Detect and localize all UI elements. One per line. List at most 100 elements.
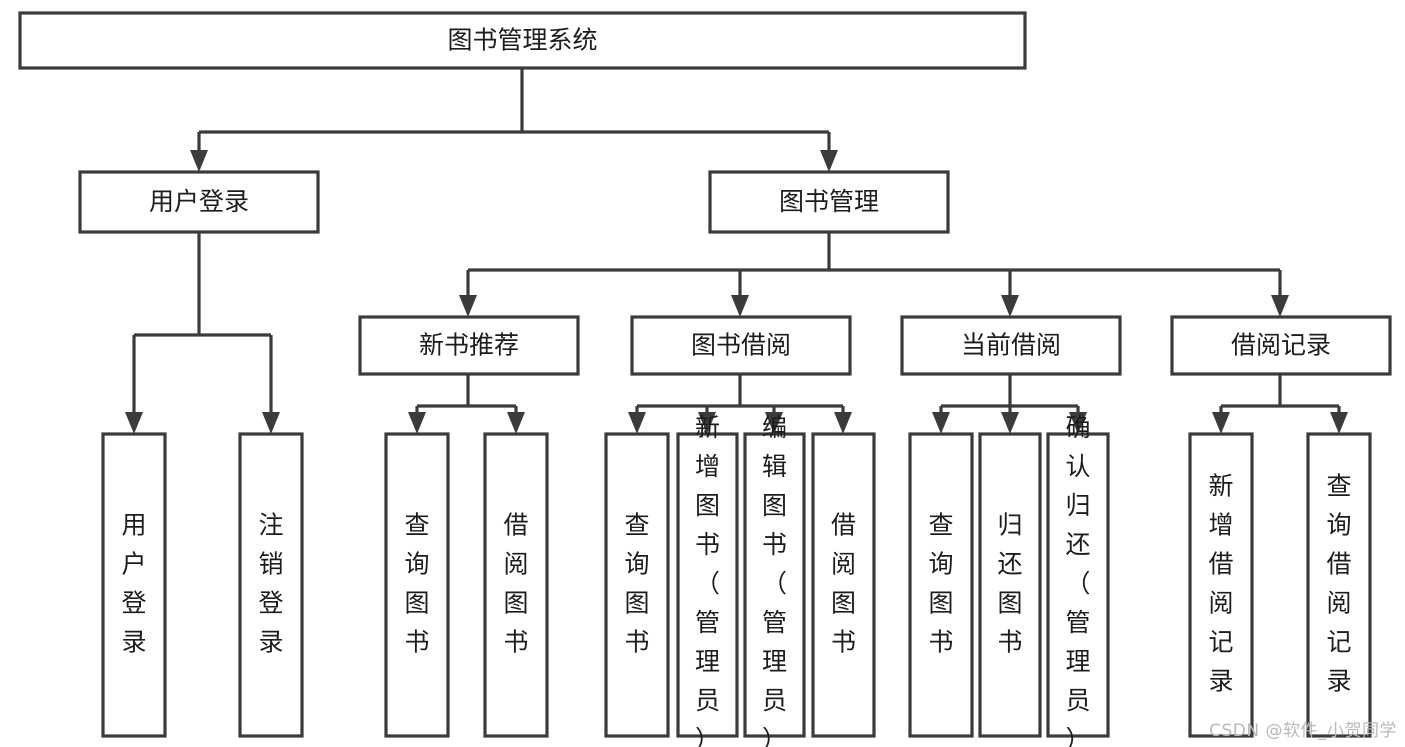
node-leaf-user-login[interactable]: 用户登录 <box>101 432 167 738</box>
node-label-leaf-confirm-return: 管 <box>1065 608 1090 637</box>
node-label-leaf-query-book-borrow: 询 <box>624 550 649 579</box>
node-label-leaf-query-book-borrow: 书 <box>624 628 649 657</box>
arrow-head-rec-to-leaf1 <box>408 412 426 434</box>
node-box-leaf-borrow-book[interactable] <box>811 432 876 738</box>
node-box-leaf-query-book-borrow[interactable] <box>604 432 670 738</box>
node-box-book-borrow[interactable] <box>630 315 852 376</box>
node-label-leaf-add-book: （ <box>695 569 720 598</box>
node-user-login[interactable]: 用户登录 <box>78 170 320 234</box>
node-box-current-borrow[interactable] <box>900 315 1122 376</box>
connector-layer <box>125 68 1348 434</box>
node-label-leaf-add-book: 图 <box>695 491 720 520</box>
node-box-leaf-query-record[interactable] <box>1306 432 1372 738</box>
arrow-head-record-to-leaf1 <box>1212 412 1230 434</box>
node-label-leaf-user-login: 录 <box>121 628 146 657</box>
node-label-leaf-return-book: 归 <box>997 511 1022 540</box>
node-label-new-book-rec: 新书推荐 <box>419 331 519 360</box>
node-box-borrow-record[interactable] <box>1170 315 1392 376</box>
node-label-book-manage: 图书管理 <box>779 187 879 216</box>
node-label-leaf-add-record: 借 <box>1208 550 1233 579</box>
node-box-leaf-edit-book[interactable] <box>743 432 806 738</box>
node-borrow-record[interactable]: 借阅记录 <box>1170 315 1392 376</box>
node-label-leaf-query-record: 询 <box>1326 511 1351 540</box>
node-label-leaf-query-record: 录 <box>1326 667 1351 696</box>
node-label-leaf-edit-book: 编 <box>762 413 787 442</box>
node-label-leaf-logout-login: 录 <box>258 628 283 657</box>
node-box-leaf-confirm-return[interactable] <box>1046 432 1110 738</box>
node-current-borrow[interactable]: 当前借阅 <box>900 315 1122 376</box>
node-box-leaf-query-book-rec[interactable] <box>384 432 450 738</box>
node-book-manage[interactable]: 图书管理 <box>708 170 950 234</box>
node-label-leaf-confirm-return: 理 <box>1065 647 1090 676</box>
arrow-head-user-login-to-leaf2 <box>262 412 280 434</box>
node-label-leaf-logout-login: 登 <box>258 589 283 618</box>
node-label-leaf-borrow-book-rec: 借 <box>503 511 528 540</box>
node-label-leaf-confirm-return: 还 <box>1065 530 1090 559</box>
node-label-leaf-add-book: 管 <box>695 608 720 637</box>
node-label-leaf-add-book: 员 <box>695 686 720 715</box>
arrow-head-book-manage-to-current <box>1001 295 1019 317</box>
node-book-borrow[interactable]: 图书借阅 <box>630 315 852 376</box>
node-label-leaf-return-book: 书 <box>997 628 1022 657</box>
node-box-leaf-add-record[interactable] <box>1188 432 1254 738</box>
node-label-leaf-query-book-rec: 询 <box>404 550 429 579</box>
node-label-leaf-add-record: 记 <box>1208 628 1233 657</box>
node-box-root[interactable] <box>18 11 1027 70</box>
arrow-head-book-manage-to-borrow <box>731 295 749 317</box>
node-box-leaf-user-login[interactable] <box>101 432 167 738</box>
node-label-leaf-query-book-rec: 图 <box>404 589 429 618</box>
node-label-leaf-query-record: 借 <box>1326 550 1351 579</box>
node-label-leaf-edit-book: 理 <box>762 647 787 676</box>
arrow-head-borrow-to-leaf4 <box>834 412 852 434</box>
node-label-leaf-add-record: 录 <box>1208 667 1233 696</box>
node-box-leaf-return-book[interactable] <box>978 432 1042 738</box>
node-label-borrow-record: 借阅记录 <box>1231 331 1331 360</box>
node-new-book-rec[interactable]: 新书推荐 <box>358 315 580 376</box>
node-layer: 图书管理系统用户登录图书管理新书推荐图书借阅当前借阅借阅记录用户登录注销登录查询… <box>18 11 1392 747</box>
node-box-user-login[interactable] <box>78 170 320 234</box>
node-label-leaf-borrow-book: 图 <box>831 589 856 618</box>
node-label-leaf-query-record: 记 <box>1326 628 1351 657</box>
node-box-leaf-query-book-cur[interactable] <box>908 432 974 738</box>
node-root[interactable]: 图书管理系统 <box>18 11 1027 70</box>
node-label-current-borrow: 当前借阅 <box>961 331 1061 360</box>
arrow-head-book-manage-to-rec <box>459 295 477 317</box>
node-label-leaf-add-record: 增 <box>1208 511 1233 540</box>
node-label-leaf-logout-login: 注 <box>258 511 283 540</box>
node-label-leaf-logout-login: 销 <box>258 550 283 579</box>
node-box-new-book-rec[interactable] <box>358 315 580 376</box>
node-label-leaf-query-record: 查 <box>1326 472 1351 501</box>
node-label-leaf-query-record: 阅 <box>1326 589 1351 618</box>
node-label-leaf-add-record: 新 <box>1208 472 1233 501</box>
node-label-leaf-edit-book: 辑 <box>762 452 787 481</box>
node-box-leaf-logout-login[interactable] <box>238 432 304 738</box>
node-label-leaf-edit-book: 图 <box>762 491 787 520</box>
node-label-leaf-confirm-return: ） <box>1065 725 1090 747</box>
node-label-leaf-borrow-book-rec: 图 <box>503 589 528 618</box>
node-box-leaf-add-book[interactable] <box>676 432 739 738</box>
node-label-leaf-borrow-book: 书 <box>831 628 856 657</box>
node-label-leaf-edit-book: 书 <box>762 530 787 559</box>
arrow-head-root-to-user-login <box>190 150 208 172</box>
node-label-leaf-add-record: 阅 <box>1208 589 1233 618</box>
node-label-leaf-confirm-return: 认 <box>1065 452 1090 481</box>
node-label-leaf-user-login: 户 <box>121 550 146 579</box>
node-label-leaf-query-book-cur: 书 <box>928 628 953 657</box>
node-box-book-manage[interactable] <box>708 170 950 234</box>
node-box-leaf-borrow-book-rec[interactable] <box>483 432 549 738</box>
node-label-leaf-borrow-book: 借 <box>831 511 856 540</box>
